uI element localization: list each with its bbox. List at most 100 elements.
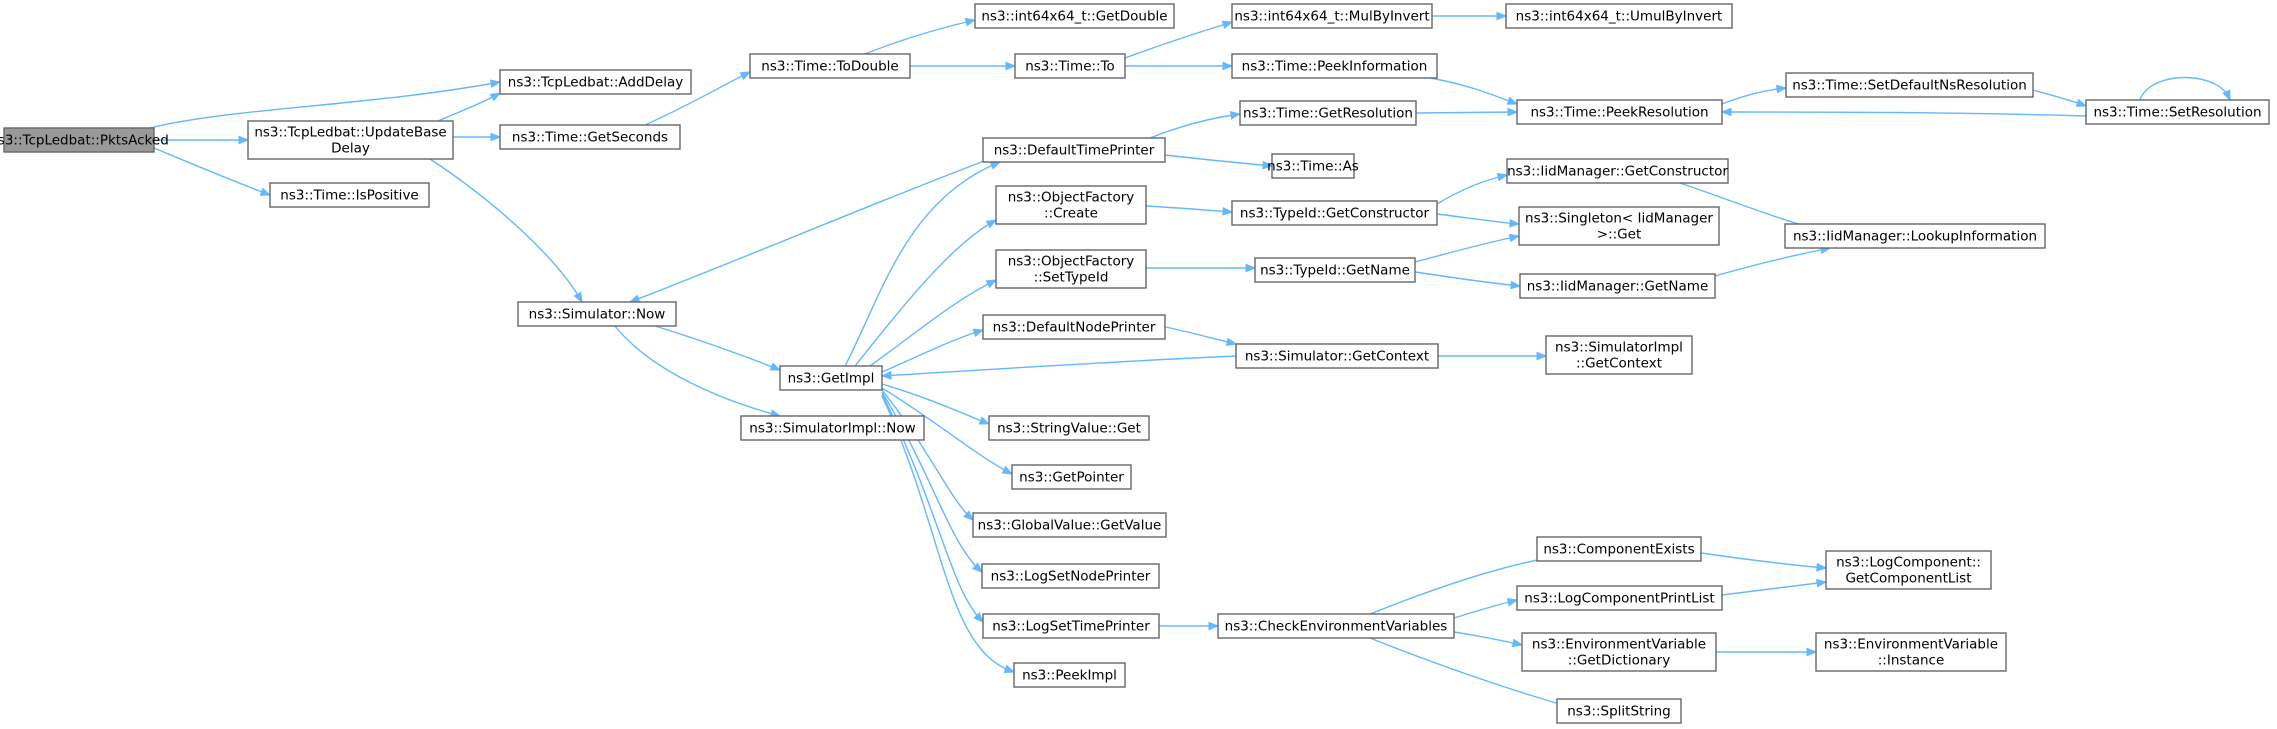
arrowhead (989, 161, 1002, 170)
node-label: GetComponentList (1845, 571, 1971, 587)
edge-updatebase-to-getseconds (453, 132, 502, 142)
node-box (1014, 53, 1126, 79)
node-simgetcontext[interactable]: ns3::Simulator::GetContext (1235, 343, 1439, 369)
arrowhead (1229, 111, 1242, 120)
node-singletonget[interactable]: ns3::Singleton< IidManager>::Get (1518, 206, 1720, 246)
edge-ofsettypeid-to-typeidgetname (1146, 263, 1257, 273)
node-getres[interactable]: ns3::Time::GetResolution (1239, 100, 1417, 126)
node-label: ns3::SimulatorImpl::Now (749, 421, 915, 437)
edge-logtimeprinter-to-checkenv (1159, 621, 1220, 631)
edge-getimpl-to-stringvalueget (881, 383, 991, 425)
node-label: ns3::int64x64_t::GetDouble (981, 9, 1167, 25)
node-simnow[interactable]: ns3::Simulator::Now (517, 301, 677, 327)
arrowhead (978, 416, 991, 425)
node-label: ns3::SimulatorImpl (1555, 340, 1683, 356)
edge-defaultnodeprinter-to-simgetcontext (1164, 326, 1238, 347)
node-getpointer[interactable]: ns3::GetPointer (1011, 464, 1132, 490)
node-typeidgetctor[interactable]: ns3::TypeId::GetConstructor (1231, 200, 1438, 226)
node-box (1013, 662, 1126, 688)
node-setres[interactable]: ns3::Time::SetResolution (2085, 99, 2270, 125)
node-umulbyinvert[interactable]: ns3::int64x64_t::UmulByInvert (1505, 3, 1733, 29)
node-box (1231, 53, 1438, 79)
node-compexists[interactable]: ns3::ComponentExists (1536, 536, 1702, 562)
arrowhead (1536, 351, 1548, 361)
node-label: ns3::DefaultNodePrinter (993, 320, 1156, 336)
node-label: ns3::EnvironmentVariable (1532, 637, 1706, 653)
node-ofcreate[interactable]: ns3::ObjectFactory::Create (995, 185, 1147, 225)
node-simimplgetcontext[interactable]: ns3::SimulatorImpl::GetContext (1545, 335, 1693, 375)
edge-pktsacked-to-updatebase (154, 135, 250, 145)
node-box (1518, 206, 1720, 246)
node-iidgetname[interactable]: ns3::IidManager::GetName (1519, 273, 1716, 299)
node-splitstring[interactable]: ns3::SplitString (1556, 698, 1682, 724)
edge-logcompprintlist-to-logcompgetlist (1721, 578, 1828, 596)
edge-timeto-to-peekinfo (1125, 61, 1234, 71)
node-pktsacked[interactable]: ns3::TcpLedbat::PktsAcked (0, 127, 169, 153)
node-iidlookup[interactable]: ns3::IidManager::LookupInformation (1784, 223, 2046, 249)
node-label: ::GetContext (1576, 356, 1662, 372)
arrowhead (490, 132, 502, 142)
node-label: ns3::LogSetNodePrinter (991, 569, 1151, 585)
node-box (974, 3, 1175, 29)
node-checkenv[interactable]: ns3::CheckEnvironmentVariables (1217, 613, 1455, 639)
node-label: ns3::GlobalValue::GetValue (978, 518, 1162, 534)
node-box (995, 249, 1147, 289)
arrowhead (1509, 218, 1521, 228)
node-stringvalueget[interactable]: ns3::StringValue::Get (988, 415, 1150, 441)
node-simimplnow[interactable]: ns3::SimulatorImpl::Now (740, 415, 925, 441)
node-label: ns3::ObjectFactory (1008, 254, 1135, 270)
node-label: ns3::TcpLedbat::PktsAcked (0, 133, 169, 149)
node-ofsettypeid[interactable]: ns3::ObjectFactory::SetTypeId (995, 249, 1147, 289)
node-envgetdict[interactable]: ns3::EnvironmentVariable::GetDictionary (1521, 632, 1717, 672)
node-typeidgetname[interactable]: ns3::TypeId::GetName (1254, 257, 1416, 283)
node-defaultnodeprinter[interactable]: ns3::DefaultNodePrinter (982, 314, 1166, 340)
node-peekres[interactable]: ns3::Time::PeekResolution (1516, 99, 1723, 125)
node-getimpl[interactable]: ns3::GetImpl (779, 365, 883, 391)
node-logcompprintlist[interactable]: ns3::LogComponentPrintList (1516, 585, 1723, 611)
edge-getimpl-to-globalvalue (881, 389, 974, 521)
edge-simnow-to-getimpl (654, 325, 782, 371)
edge-typeidgetname-to-singletonget (1414, 233, 1521, 263)
node-getseconds[interactable]: ns3::Time::GetSeconds (499, 124, 681, 150)
arrowhead (1507, 107, 1519, 117)
node-timeto[interactable]: ns3::Time::To (1014, 53, 1126, 79)
node-timeas[interactable]: ns3::Time::As (1267, 153, 1359, 179)
node-mulbyinvert[interactable]: ns3::int64x64_t::MulByInvert (1231, 3, 1433, 29)
arrowhead (1222, 206, 1234, 216)
node-adddelay[interactable]: ns3::TcpLedbat::AddDelay (499, 69, 692, 95)
node-box (1536, 536, 1702, 562)
node-peekinfo[interactable]: ns3::Time::PeekInformation (1231, 53, 1438, 79)
node-box (2085, 99, 2270, 125)
arrowhead (1222, 61, 1234, 71)
arrowhead (2222, 89, 2231, 102)
node-lognodeprinter[interactable]: ns3::LogSetNodePrinter (981, 563, 1160, 589)
arrowhead (1208, 621, 1220, 631)
arrowhead (1506, 96, 1519, 105)
arrowhead (739, 71, 752, 81)
node-label: ns3::Simulator::Now (529, 307, 666, 323)
node-label: ns3::IidManager::LookupInformation (1793, 229, 2037, 245)
node-box (1785, 72, 2034, 98)
node-logcompgetlist[interactable]: ns3::LogComponent::GetComponentList (1825, 550, 1992, 590)
arrowhead (972, 562, 984, 573)
node-todouble[interactable]: ns3::Time::ToDouble (749, 53, 911, 79)
node-getdouble[interactable]: ns3::int64x64_t::GetDouble (974, 3, 1175, 29)
arrowhead (1506, 598, 1519, 607)
edge-setres-to-setres (2139, 76, 2231, 102)
node-ispositive[interactable]: ns3::Time::IsPositive (269, 182, 430, 208)
node-label: ns3::int64x64_t::UmulByInvert (1516, 9, 1723, 25)
arrowhead (985, 219, 998, 229)
node-setdefaultns[interactable]: ns3::Time::SetDefaultNsResolution (1785, 72, 2034, 98)
edge-todouble-to-getdouble (864, 17, 977, 55)
node-logtimeprinter[interactable]: ns3::LogSetTimePrinter (982, 613, 1160, 639)
arrowhead (259, 187, 272, 196)
node-peekimpl[interactable]: ns3::PeekImpl (1013, 662, 1126, 688)
node-defaulttimeprinter[interactable]: ns3::DefaultTimePrinter (982, 137, 1166, 163)
node-iidgetctor[interactable]: ns3::IidManager::GetConstructor (1506, 158, 1729, 184)
node-globalvalue[interactable]: ns3::GlobalValue::GetValue (972, 512, 1167, 538)
node-label: ns3::Time::As (1267, 159, 1359, 175)
node-envinstance[interactable]: ns3::EnvironmentVariable::Instance (1815, 632, 2007, 672)
arrowhead (489, 79, 502, 88)
